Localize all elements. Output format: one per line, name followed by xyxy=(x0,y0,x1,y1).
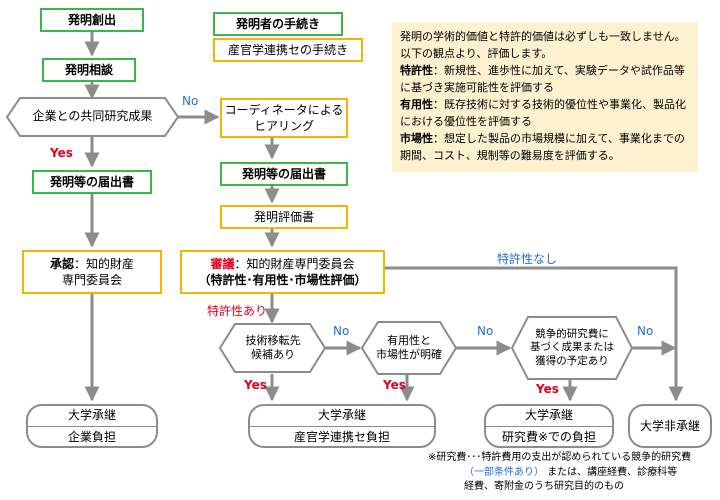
node-consult: 発明相談 xyxy=(42,58,136,82)
node-competitive: 競争的研究費に 基づく成果または 獲得の予定あり xyxy=(530,327,614,367)
review-sub: （特許性･有用性･市場性評価） xyxy=(198,273,367,287)
arrow-review-nonsuccession xyxy=(385,266,684,402)
node-coordinator: コーディネータによる ヒアリング xyxy=(220,98,348,138)
decision-tech-transfer-shape xyxy=(218,323,327,373)
footnote-line2: または、講座経費、診療科等 xyxy=(547,466,678,478)
review-rest: ：知的財産専門委員会 xyxy=(234,256,355,271)
node-end2: 大学承継 産官学連携セ負担 xyxy=(248,404,436,448)
label-yes2: Yes xyxy=(244,378,267,392)
label-yes3: Yes xyxy=(383,378,406,392)
label-no4: No xyxy=(637,324,654,338)
node-end1: 大学承継 企業負担 xyxy=(26,404,158,448)
legend-industry: 産官学連携セの手続き xyxy=(213,38,363,62)
decision-usefulness-shape xyxy=(360,321,458,375)
decision-joint-research-shape xyxy=(5,97,180,137)
end1-top: 大学承継 xyxy=(67,408,116,423)
label-no2: No xyxy=(333,324,350,338)
legend-inventor: 発明者の手続き xyxy=(213,12,343,36)
label-no3: No xyxy=(477,324,494,338)
footnote-line1: ※研究費･･･特許費用の支出が認められている競争的研究費 xyxy=(428,452,692,463)
node-end3: 大学承継 研究費※での負担 xyxy=(484,404,614,448)
note-usefulness: 有用性：既存技術に対する技術的優位性や事業化、製品化における優位性を評価する xyxy=(400,98,686,129)
node-tech-transfer: 技術移転先 候補あり xyxy=(245,333,301,361)
node-usefulness: 有用性と 市場性が明確 xyxy=(376,333,442,361)
label-no1: No xyxy=(182,94,199,108)
decision-competitive-shape xyxy=(510,316,634,380)
label-patent-yes: 特許性あり xyxy=(207,304,268,318)
label-yes1: Yes xyxy=(50,146,73,160)
approval-rest: ：知的財産 専門委員会 xyxy=(61,256,135,287)
note-patentability: 特許性：新規性、進歩性に加えて、実験データや試作品等に基づき実施可能性を評価する xyxy=(400,64,685,95)
note-marketability: 市場性：想定した製品の市場規模に加えて、事業化までの期間、コスト、規制等の難易度… xyxy=(400,132,685,163)
footnote: ※研究費･･･特許費用の支出が認められている競争的研究費 （一部条件あり） また… xyxy=(428,451,718,495)
note-intro: 発明の学術的価値と特許的価値は必ずしも一致しません。以下の観点より、評価します。 xyxy=(400,30,686,61)
end2-bottom: 産官学連携セ負担 xyxy=(293,429,390,444)
footnote-line3: 経費、寄附金のうち研究目的のもの xyxy=(464,481,624,492)
approval-bold: 承認 xyxy=(49,256,74,271)
review-bold: 審議 xyxy=(210,256,235,271)
node-invention: 発明創出 xyxy=(40,8,144,32)
footnote-cond: （一部条件あり） xyxy=(464,466,544,478)
evaluation-note: 発明の学術的価値と特許的価値は必ずしも一致しません。以下の観点より、評価します。… xyxy=(392,22,698,172)
label-yes4: Yes xyxy=(536,382,559,396)
label-patent-none: 特許性なし xyxy=(497,252,558,266)
node-end4: 大学非承継 xyxy=(628,404,712,448)
node-review: 審議：知的財産専門委員会 （特許性･有用性･市場性評価） xyxy=(180,250,385,294)
end3-bottom: 研究費※での負担 xyxy=(501,429,597,444)
node-evaluation: 発明評価書 xyxy=(220,205,348,229)
node-joint-research: 企業との共同研究成果 xyxy=(32,109,153,124)
end3-top: 大学承継 xyxy=(524,408,573,423)
node-report-right: 発明等の届出書 xyxy=(220,162,348,186)
end2-top: 大学承継 xyxy=(317,408,366,423)
node-report-left: 発明等の届出書 xyxy=(32,170,152,194)
end1-bottom: 企業負担 xyxy=(67,429,116,444)
node-approval: 承認：知的財産 専門委員会 xyxy=(22,250,162,294)
